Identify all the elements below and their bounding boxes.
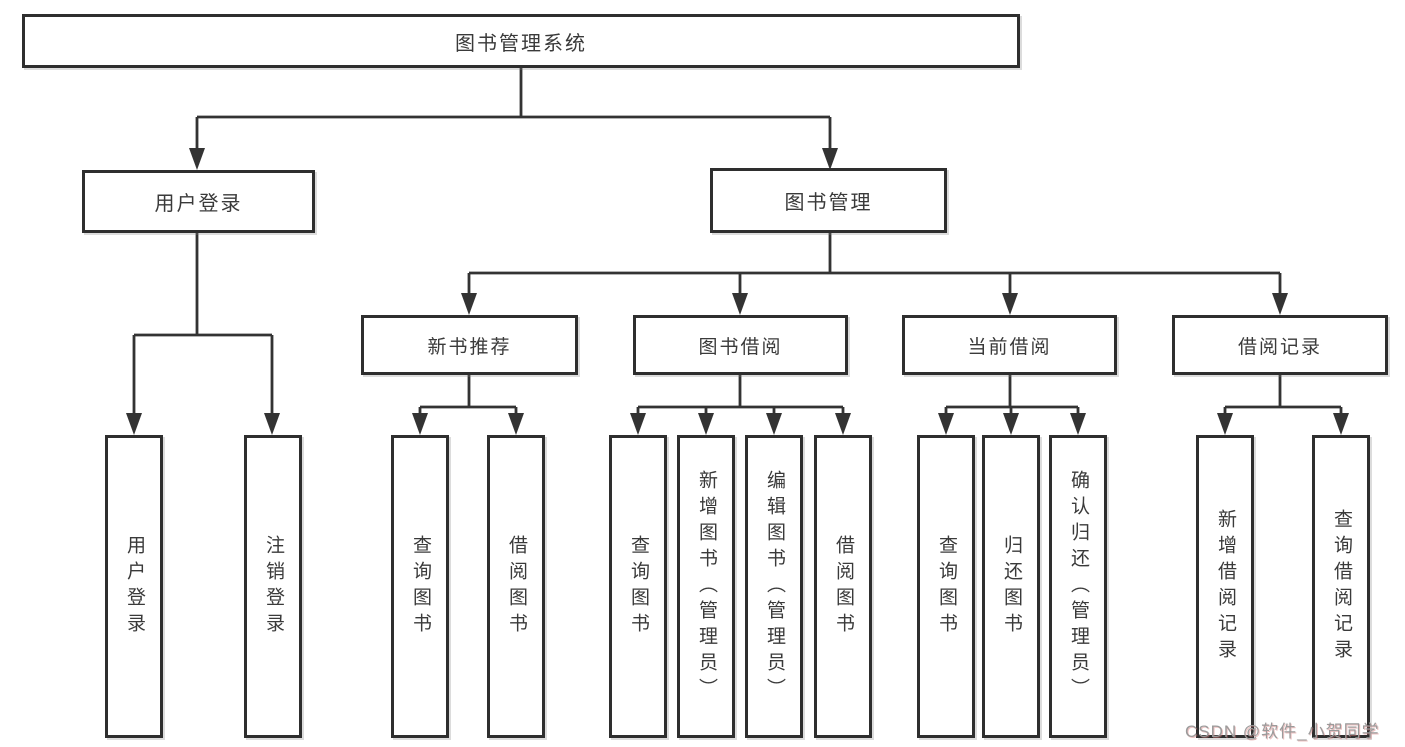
node-new-book-recommend: 新书推荐 xyxy=(361,315,578,375)
node-borrow-records: 借阅记录 xyxy=(1172,315,1388,375)
arrowheads xyxy=(126,148,1349,435)
leaf-logout: 注销登录 xyxy=(244,435,302,738)
leaf-edit-books-admin: 编辑图书（管理员） xyxy=(745,435,803,738)
node-borrow-records-label: 借阅记录 xyxy=(1237,336,1322,358)
leaf-confirm-return-admin: 确认归还（管理员） xyxy=(1049,435,1107,738)
leaf-add-borrow-record: 新增借阅记录 xyxy=(1196,435,1254,738)
node-book-borrow: 图书借阅 xyxy=(633,315,848,375)
leaf-borrow-books-newbook: 借阅图书 xyxy=(487,435,545,738)
leaf-query-borrow-record: 查询借阅记录 xyxy=(1312,435,1370,738)
leaf-query-books-borrow: 查询图书 xyxy=(609,435,667,738)
node-book-management-label: 图书管理 xyxy=(784,192,873,214)
node-root: 图书管理系统 xyxy=(22,14,1020,68)
node-user-login: 用户登录 xyxy=(82,170,315,233)
node-book-borrow-label: 图书借阅 xyxy=(698,336,783,358)
node-current-borrow-label: 当前借阅 xyxy=(967,336,1052,358)
leaf-query-books-newbook: 查询图书 xyxy=(391,435,449,738)
node-new-book-recommend-label: 新书推荐 xyxy=(427,336,512,358)
node-book-management: 图书管理 xyxy=(710,168,947,233)
leaf-return-books: 归还图书 xyxy=(982,435,1040,738)
leaf-query-books-current: 查询图书 xyxy=(917,435,975,738)
leaf-user-login: 用户登录 xyxy=(105,435,163,738)
watermark-text: CSDN @软件_小贺同学 xyxy=(1185,722,1380,741)
node-user-login-label: 用户登录 xyxy=(154,193,243,215)
leaf-borrow-books: 借阅图书 xyxy=(814,435,872,738)
node-current-borrow: 当前借阅 xyxy=(902,315,1117,375)
leaf-add-books-admin: 新增图书（管理员） xyxy=(677,435,735,738)
node-root-label: 图书管理系统 xyxy=(455,32,587,55)
